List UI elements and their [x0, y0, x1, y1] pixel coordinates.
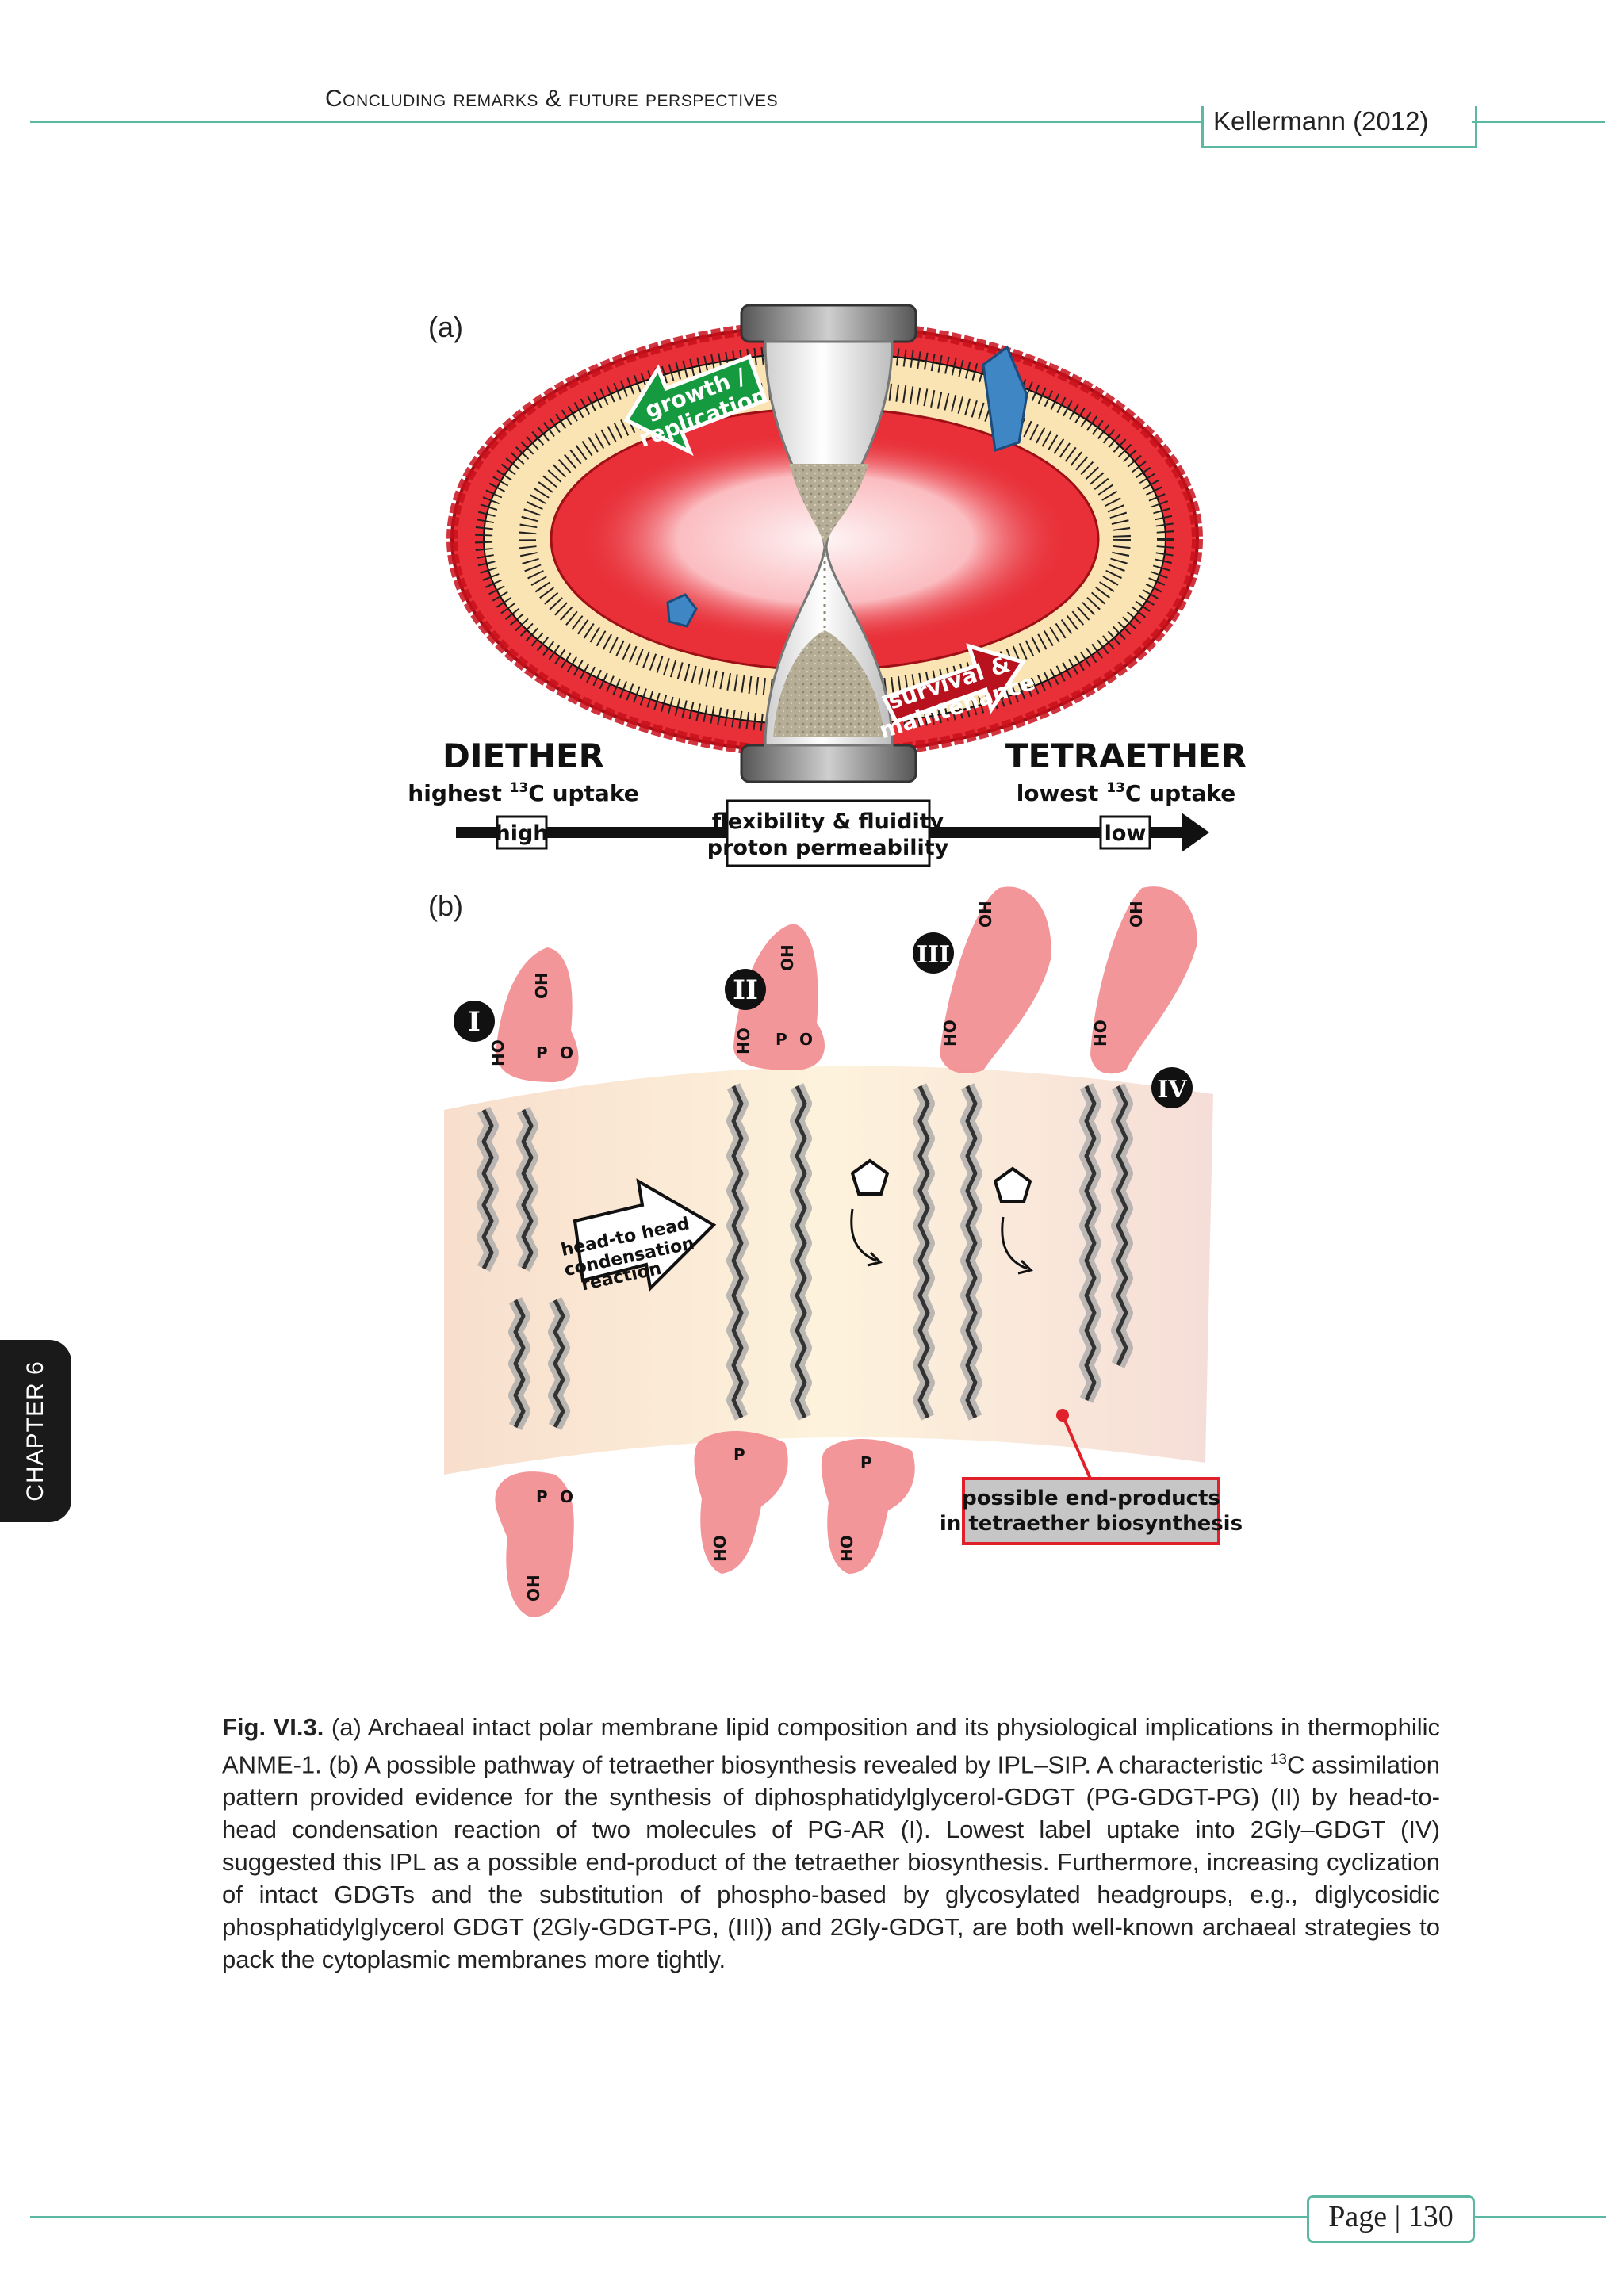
tetraether-subtitle: lowest 13C uptake: [1017, 780, 1236, 806]
lipid-chains: [477, 1083, 1133, 1431]
membrane-band: [444, 1066, 1213, 1475]
roman-i: I: [468, 1006, 481, 1038]
hydroxyl-2: HO: [488, 1039, 508, 1066]
phosphate-o-3: O: [560, 1487, 573, 1506]
hydroxyl-9: OH: [524, 1575, 543, 1601]
author-year: Kellermann (2012): [1213, 106, 1429, 136]
low-label: low: [1105, 821, 1147, 846]
caption-fig-label: Fig. VI.3.: [222, 1713, 324, 1741]
chapter-tab: [0, 1340, 71, 1522]
phosphate-p-1: P: [536, 1043, 548, 1062]
hourglass-icon: [740, 304, 917, 783]
end-products-line2: in tetraether biosynthesis: [940, 1512, 1243, 1536]
hydroxyl-10: HO: [710, 1535, 730, 1562]
header-rule-left: [30, 121, 1202, 123]
panel-a-label: (a): [428, 311, 463, 343]
roman-iv: IV: [1157, 1076, 1187, 1104]
end-products-callout: possible end-products in tetraether bios…: [940, 1409, 1243, 1545]
hydroxyl-8: HO: [1091, 1020, 1110, 1047]
phosphate-p-5: P: [860, 1453, 872, 1472]
gradient-arrow: high low flexibility & fluidity proton p…: [456, 799, 1209, 867]
figure-caption: Fig. VI.3. (a) Archaeal intact polar mem…: [222, 1711, 1440, 1976]
page-number: Page | 130: [1328, 2200, 1454, 2233]
hydroxyl-3: OH: [778, 944, 797, 971]
diether-title: DIETHER: [442, 737, 604, 775]
diether-subtitle: highest 13C uptake: [408, 780, 638, 806]
high-label: high: [495, 821, 548, 846]
caption-sup: 13: [1270, 1751, 1287, 1768]
hydroxyl-5: OH: [976, 901, 995, 928]
headgroups: [495, 886, 1197, 1617]
headgroup-labels: P O OH HO P O OH HO OH HO OH HO P O OH P…: [488, 901, 1146, 1601]
footer-rule-right: [1473, 2216, 1606, 2218]
hydroxyl-6: HO: [940, 1020, 959, 1047]
end-products-line1: possible end-products: [962, 1487, 1220, 1510]
caption-part2: C assimilation pattern provided evidence…: [222, 1751, 1440, 1974]
roman-iii: III: [917, 941, 950, 969]
phosphate-o-1: O: [560, 1043, 573, 1062]
center-box-line1: flexibility & fluidity: [712, 809, 944, 834]
phosphate-p-3: P: [536, 1487, 548, 1506]
phosphate-p-2: P: [776, 1030, 787, 1049]
center-box-line2: proton permeability: [707, 836, 949, 860]
hydroxyl-4: HO: [734, 1027, 753, 1054]
tetraether-title: TETRAETHER: [1005, 737, 1247, 775]
running-title: Concluding remarks & future perspectives: [325, 86, 779, 112]
footer-rule-left: [30, 2216, 1307, 2218]
roman-ii: II: [733, 974, 758, 1006]
phosphate-o-2: O: [799, 1030, 813, 1049]
phosphate-p-4: P: [733, 1445, 745, 1464]
roman-labels: I II III IV: [454, 932, 1193, 1108]
cyclopentane-icon: [850, 1158, 1033, 1275]
page-number-box: [1307, 2195, 1475, 2243]
hydroxyl-7: OH: [1127, 901, 1146, 928]
header-rule-right: [1472, 121, 1605, 123]
panel-b-label: (b): [428, 890, 463, 922]
author-box: [1201, 106, 1477, 148]
hydroxyl-11: HO: [837, 1535, 856, 1562]
caption-part1: (a) Archaeal intact polar membrane lipid…: [222, 1713, 1440, 1779]
hydroxyl-1: OH: [532, 972, 551, 999]
